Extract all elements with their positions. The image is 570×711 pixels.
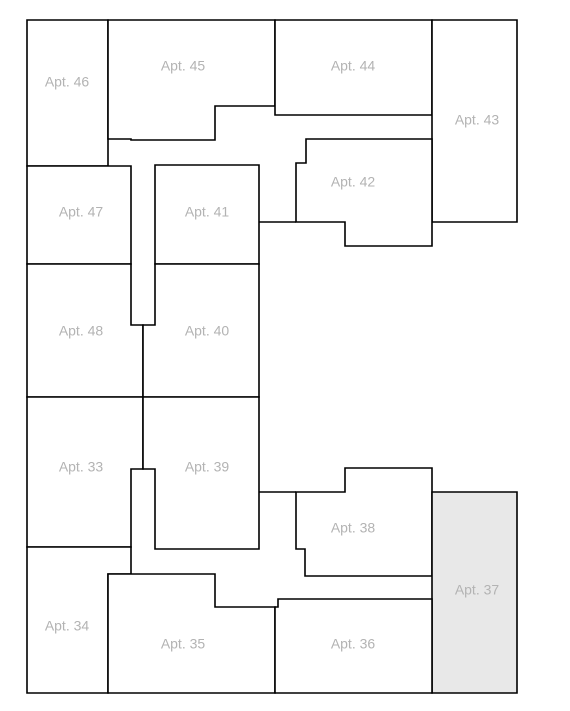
apartment-43[interactable]: Apt. 43 — [431, 19, 518, 223]
apartment-35[interactable]: Apt. 35 — [107, 573, 276, 694]
apartment-38[interactable]: Apt. 38 — [295, 467, 433, 577]
apartment-45[interactable]: Apt. 45 — [107, 19, 276, 141]
apartment-44[interactable]: Apt. 44 — [274, 19, 433, 116]
apartment-40[interactable]: Apt. 40 — [142, 263, 260, 398]
apartment-33[interactable]: Apt. 33 — [26, 396, 144, 548]
apartment-46[interactable]: Apt. 46 — [26, 19, 109, 167]
apartment-39[interactable]: Apt. 39 — [142, 396, 260, 550]
apartment-48[interactable]: Apt. 48 — [26, 263, 144, 398]
apartment-47[interactable]: Apt. 47 — [26, 165, 132, 265]
apartment-42[interactable]: Apt. 42 — [295, 138, 433, 247]
apartment-37[interactable]: Apt. 37 — [431, 491, 518, 694]
apartment-36[interactable]: Apt. 36 — [274, 598, 433, 694]
apartment-41[interactable]: Apt. 41 — [154, 164, 260, 265]
